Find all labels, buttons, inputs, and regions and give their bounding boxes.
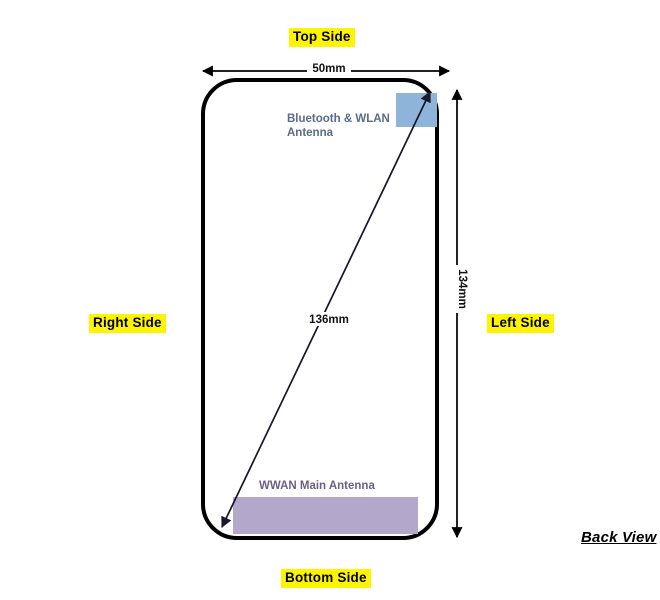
top-side-label: Top Side <box>289 28 355 47</box>
bluetooth-wlan-antenna-label-line2: Antenna <box>287 127 334 139</box>
bottom-side-label: Bottom Side <box>281 569 371 588</box>
bluetooth-wlan-antenna-label-line1: Bluetooth & WLAN <box>287 113 390 125</box>
diagonal-label-backing <box>305 312 353 326</box>
right-side-label: Right Side <box>89 314 166 333</box>
left-side-label: Left Side <box>487 314 554 333</box>
device-outline <box>201 78 439 540</box>
diagonal-dimension-line <box>221 91 431 528</box>
height-dimension-label: 134mm <box>456 269 468 309</box>
wwan-main-antenna-label: WWAN Main Antenna <box>259 480 375 492</box>
width-label-backing <box>307 62 351 75</box>
height-label-backing <box>449 265 463 313</box>
diagonal-dimension-label: 136mm <box>309 314 349 326</box>
back-view-label: Back View <box>581 529 657 546</box>
wwan-main-antenna-patch <box>233 497 418 534</box>
width-dimension-label: 50mm <box>312 63 345 75</box>
